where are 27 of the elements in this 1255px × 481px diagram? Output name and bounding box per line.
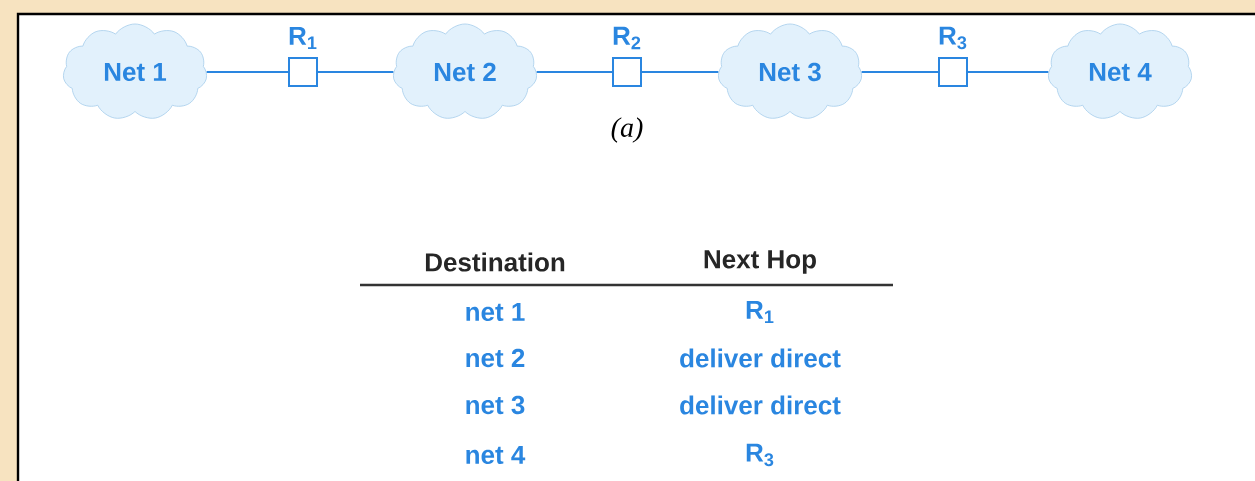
table-cell: net 4 — [466, 445, 526, 465]
router-box: R$_{3}$ — [938, 26, 968, 87]
table-cell: deliver direct — [680, 348, 841, 368]
network-cloud: Net 2 — [393, 23, 537, 119]
node-label: R$_{1}$ — [289, 26, 317, 50]
network-cloud: Net 1 — [63, 23, 207, 119]
network-link — [641, 71, 720, 73]
caption: (a) — [611, 117, 643, 143]
table-cell: net 3 — [466, 395, 525, 415]
table-cell: R$_{1}$ — [746, 300, 774, 324]
column-header: Destination — [425, 252, 565, 272]
node-label: R$_{3}$ — [939, 26, 967, 50]
table-cell: deliver direct — [680, 395, 841, 415]
table-cell: net 2 — [466, 348, 525, 368]
router-box: R$_{1}$ — [288, 26, 318, 87]
network-cloud: Net 4 — [1048, 23, 1192, 119]
network-link — [535, 71, 613, 73]
table-cell: net 1 — [466, 302, 525, 322]
network-link — [317, 71, 395, 73]
network-link — [967, 71, 1050, 73]
column-header: Next Hop — [704, 250, 816, 274]
network-cloud: Net 3 — [718, 23, 862, 119]
node-label: R$_{2}$ — [613, 26, 641, 50]
network-link — [205, 71, 289, 73]
network-link — [860, 71, 939, 73]
router-box: R$_{2}$ — [612, 26, 642, 87]
table-cell: R$_{3}$ — [746, 443, 774, 467]
